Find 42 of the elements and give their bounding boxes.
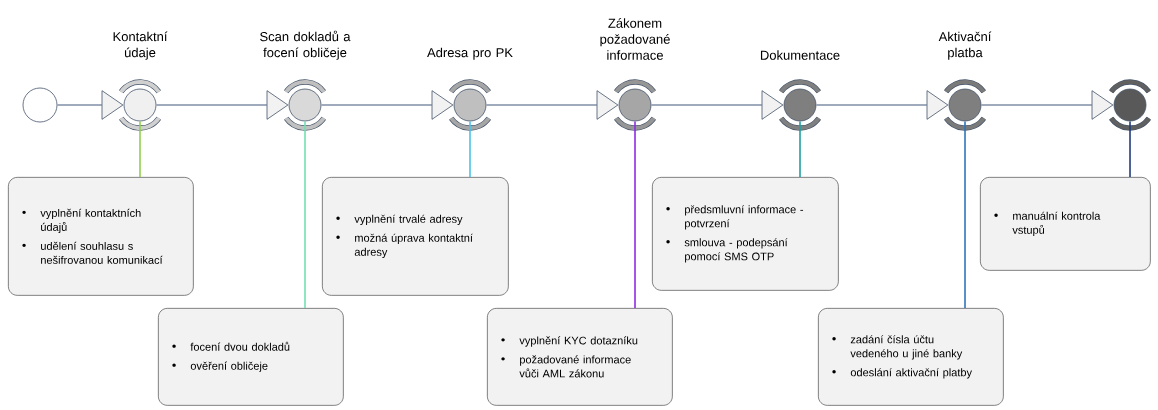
bullet-item: udělení souhlasu s nešifrovanou komunikací	[41, 241, 163, 264]
text-box	[818, 308, 1004, 406]
text-box	[158, 308, 344, 406]
bullet-item: vyplnění kontaktních údajů	[40, 208, 141, 234]
arrow	[980, 90, 1114, 120]
arrow	[485, 90, 619, 120]
text-box	[980, 177, 1151, 271]
connector-line	[139, 120, 141, 178]
text-box	[652, 177, 839, 291]
connector-line	[964, 120, 966, 309]
connector-line	[799, 120, 801, 178]
bullet-item: focení dvou dokladů	[190, 341, 290, 351]
stage-title: Aktivační platba	[938, 31, 992, 60]
stage-title: Dokumentace	[760, 50, 840, 60]
start-circle	[22, 87, 58, 123]
connector-line	[304, 120, 306, 309]
arrow	[320, 90, 454, 120]
bullet-item: smlouva - podepsání pomocí SMS OTP	[684, 238, 788, 263]
bullet-item: vyplnění KYC dotazníku	[519, 336, 638, 347]
stage-title: Kontaktní údaje	[113, 31, 168, 60]
bullet-item: předsmluvní informace - potvrzení	[685, 205, 804, 230]
stage-title: Adresa pro PK	[427, 47, 513, 60]
bullet-item: možná úprava kontaktní adresy	[354, 233, 473, 259]
bullet-item: zadání čísla účtu vedeného u jiné banky	[850, 335, 963, 360]
arrow	[56, 90, 124, 120]
text-box	[322, 177, 509, 296]
stage-title: Scan dokladů a focení obličeje	[260, 30, 351, 60]
bullet-item: vyplnění trvalé adresy	[354, 214, 463, 226]
connector-line	[1129, 120, 1131, 178]
arrow	[815, 90, 949, 120]
arrow	[155, 90, 289, 120]
stage-title: Zákonem požadované informace	[600, 18, 670, 60]
text-box	[8, 177, 194, 296]
bullet-item: odeslání aktivační platby	[850, 368, 972, 379]
stage-circle	[1109, 79, 1151, 131]
bullet-item: požadované informace vůči AML zákonu	[519, 355, 631, 378]
connector-line	[469, 120, 471, 178]
text-box	[487, 308, 673, 406]
bullet-item: manuální kontrola vstupů	[1012, 211, 1101, 237]
bullet-item: ověření obličeje	[190, 361, 268, 372]
arrow	[650, 90, 784, 120]
connector-line	[634, 120, 636, 309]
